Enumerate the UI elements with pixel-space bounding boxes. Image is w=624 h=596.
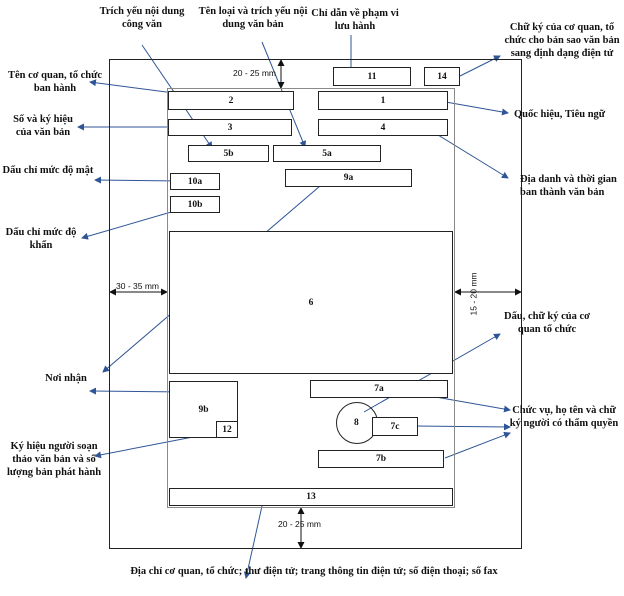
label-noi-nhan: Nơi nhận (45, 373, 87, 384)
box-5a: 5a (273, 145, 381, 162)
box-5b: 5b (188, 145, 269, 162)
label-quoc-hieu: Quốc hiệu, Tiêu ngữ (514, 109, 606, 120)
label-chi-dan-pham-vi: Chỉ dẫn về phạm vi lưu hành (311, 8, 399, 32)
label-dia-danh-thoi-gian: Địa danh và thời gian ban thành văn bản (520, 174, 617, 198)
dim-right-label: 15 - 20 mm (468, 272, 479, 316)
box-1-number: 1 (380, 95, 386, 106)
arrow-7a (429, 395, 511, 413)
box-7a: 7a (310, 380, 448, 398)
box-10a-number: 10a (187, 176, 203, 187)
label-chuc-vu-ho-ten: Chức vụ, họ tên và chữ ký người có thẩm … (509, 405, 619, 429)
box-4: 4 (318, 119, 448, 136)
box-7a-number: 7a (374, 384, 384, 394)
box-10b-number: 10b (187, 199, 203, 210)
box-12: 12 (216, 421, 238, 438)
box-13-number: 13 (306, 492, 316, 502)
box-7b: 7b (318, 450, 444, 468)
label-dia-chi-footer: Địa chỉ cơ quan, tổ chức; thư điện tử; t… (130, 566, 498, 577)
box-11-number: 11 (367, 71, 377, 82)
label-ten-loai-trich-yeu: Tên loại và trích yếu nội dung văn bản (198, 6, 308, 30)
arrow-13 (243, 496, 265, 579)
label-dau-chi-muc-do-khan: Dấu chỉ mức độ khẩn (5, 227, 77, 251)
box-12-number: 12 (222, 424, 232, 435)
arrow-1 (439, 100, 509, 116)
box-5b-number: 5b (223, 148, 234, 159)
box-10b: 10b (170, 196, 220, 213)
box-13: 13 (169, 488, 453, 506)
arrow-10b (81, 209, 179, 240)
page-frame (109, 59, 522, 549)
arrow-7b (444, 431, 511, 459)
box-7c: 7c (372, 417, 418, 436)
label-so-ky-hieu: Số và ký hiệu của văn bản (13, 114, 73, 138)
box-7b-number: 7b (375, 454, 387, 464)
dim-bottom-label: 20 - 25 mm (278, 519, 321, 529)
label-trich-yeu-cong-van: Trích yếu nội dung công văn (99, 6, 185, 30)
box-2-number: 2 (228, 95, 234, 106)
box-9a-number: 9a (343, 173, 354, 183)
box-4-number: 4 (380, 122, 386, 133)
seal-circle-8-number: 8 (354, 418, 359, 428)
box-3: 3 (168, 119, 292, 136)
label-dau-chu-ky-co-quan: Dấu, chữ ký của cơ quan tổ chức (504, 311, 590, 335)
box-14: 14 (424, 67, 460, 86)
box-2: 2 (168, 91, 294, 110)
box-6-number: 6 (308, 297, 314, 308)
box-9a: 9a (285, 169, 412, 187)
box-9b-number: 9b (198, 404, 209, 415)
box-10a: 10a (170, 173, 220, 190)
label-ky-hieu-nguoi-soan: Ký hiệu người soạn thảo văn bản và số lư… (6, 441, 102, 478)
box-7c-number: 7c (390, 421, 400, 432)
box-5a-number: 5a (322, 148, 332, 159)
label-ten-co-quan: Tên cơ quan, tổ chức ban hành (7, 70, 103, 94)
dim-left-label: 30 - 35 mm (116, 281, 159, 291)
box-14-number: 14 (437, 71, 447, 82)
label-dau-chi-muc-do-mat: Dấu chỉ mức độ mật (2, 165, 94, 176)
box-6: 6 (169, 231, 453, 374)
arrow-10a (94, 176, 179, 184)
box-1: 1 (318, 91, 448, 110)
box-3-number: 3 (227, 122, 233, 133)
content-area-frame (167, 88, 455, 508)
box-11: 11 (333, 67, 411, 86)
dim-top-label: 20 - 25 mm (233, 68, 276, 78)
arrow-7c (414, 423, 511, 431)
label-chu-ky-ban-sao: Chữ ký của cơ quan, tổ chức cho bản sao … (504, 22, 620, 59)
